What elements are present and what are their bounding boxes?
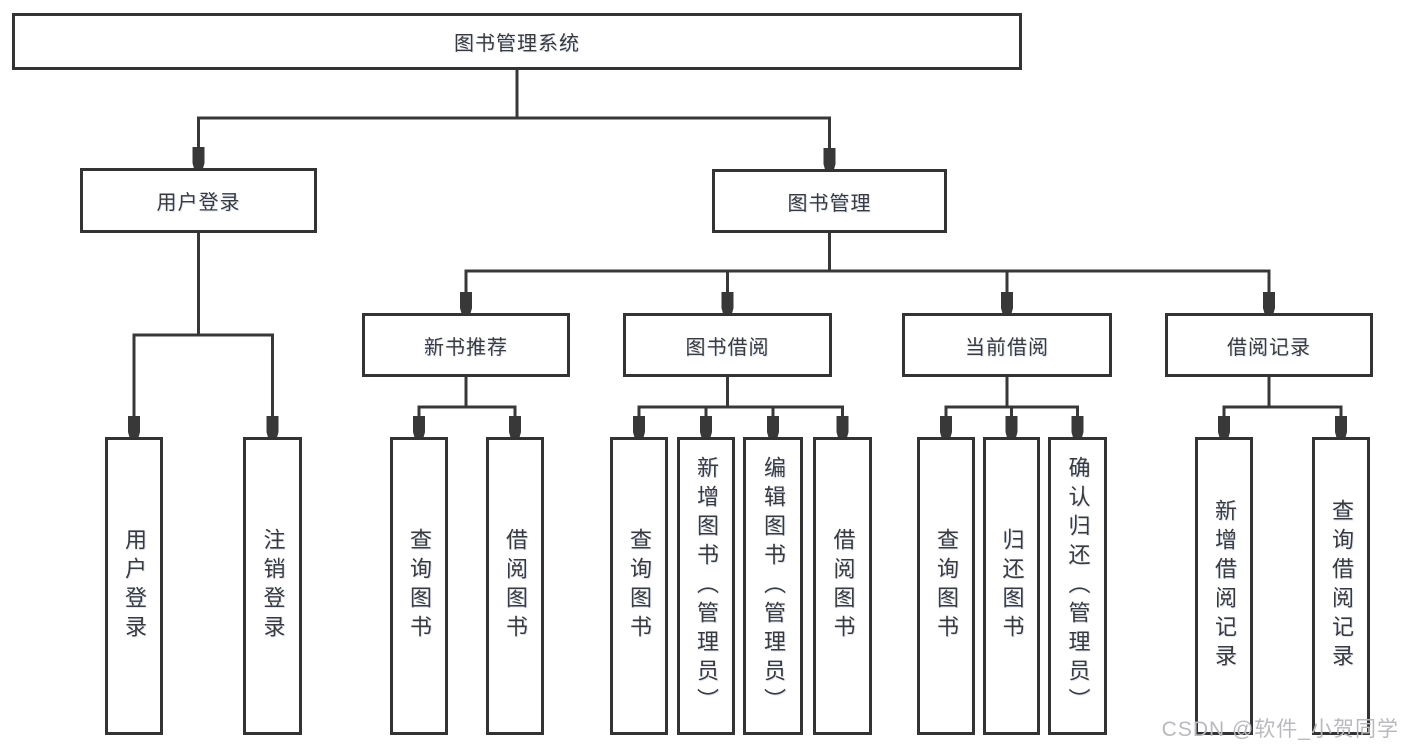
leaf-query-books-borrowing: 查询图书: [610, 437, 668, 735]
node-book-management: 图书管理: [712, 169, 947, 233]
node-borrowing-records: 借阅记录: [1165, 313, 1373, 377]
node-current-borrowing: 当前借阅: [902, 313, 1112, 377]
leaf-add-borrow-record: 新增借阅记录: [1195, 437, 1253, 735]
watermark: CSDN @软件_小贺同学: [1161, 718, 1399, 741]
leaf-confirm-return-admin: 确认归还（管理员）: [1048, 437, 1107, 735]
leaf-add-books-admin: 新增图书（管理员）: [677, 437, 735, 735]
leaf-return-books: 归还图书: [983, 437, 1040, 735]
leaf-user-login: 用户登录: [105, 437, 163, 735]
node-library-management-system: 图书管理系统: [12, 13, 1022, 70]
leaf-borrow-books-borrowing: 借阅图书: [813, 437, 872, 735]
leaf-logout: 注销登录: [243, 437, 302, 735]
leaf-edit-books-admin: 编辑图书（管理员）: [743, 437, 803, 735]
leaf-query-books-recommend: 查询图书: [390, 437, 448, 735]
leaf-query-borrow-record: 查询借阅记录: [1312, 437, 1370, 735]
leaf-borrow-books-recommend: 借阅图书: [486, 437, 544, 735]
node-book-borrowing: 图书借阅: [623, 313, 832, 377]
node-user-login: 用户登录: [80, 168, 317, 233]
leaf-query-books-current: 查询图书: [917, 437, 975, 735]
node-new-book-recommend: 新书推荐: [362, 313, 570, 377]
